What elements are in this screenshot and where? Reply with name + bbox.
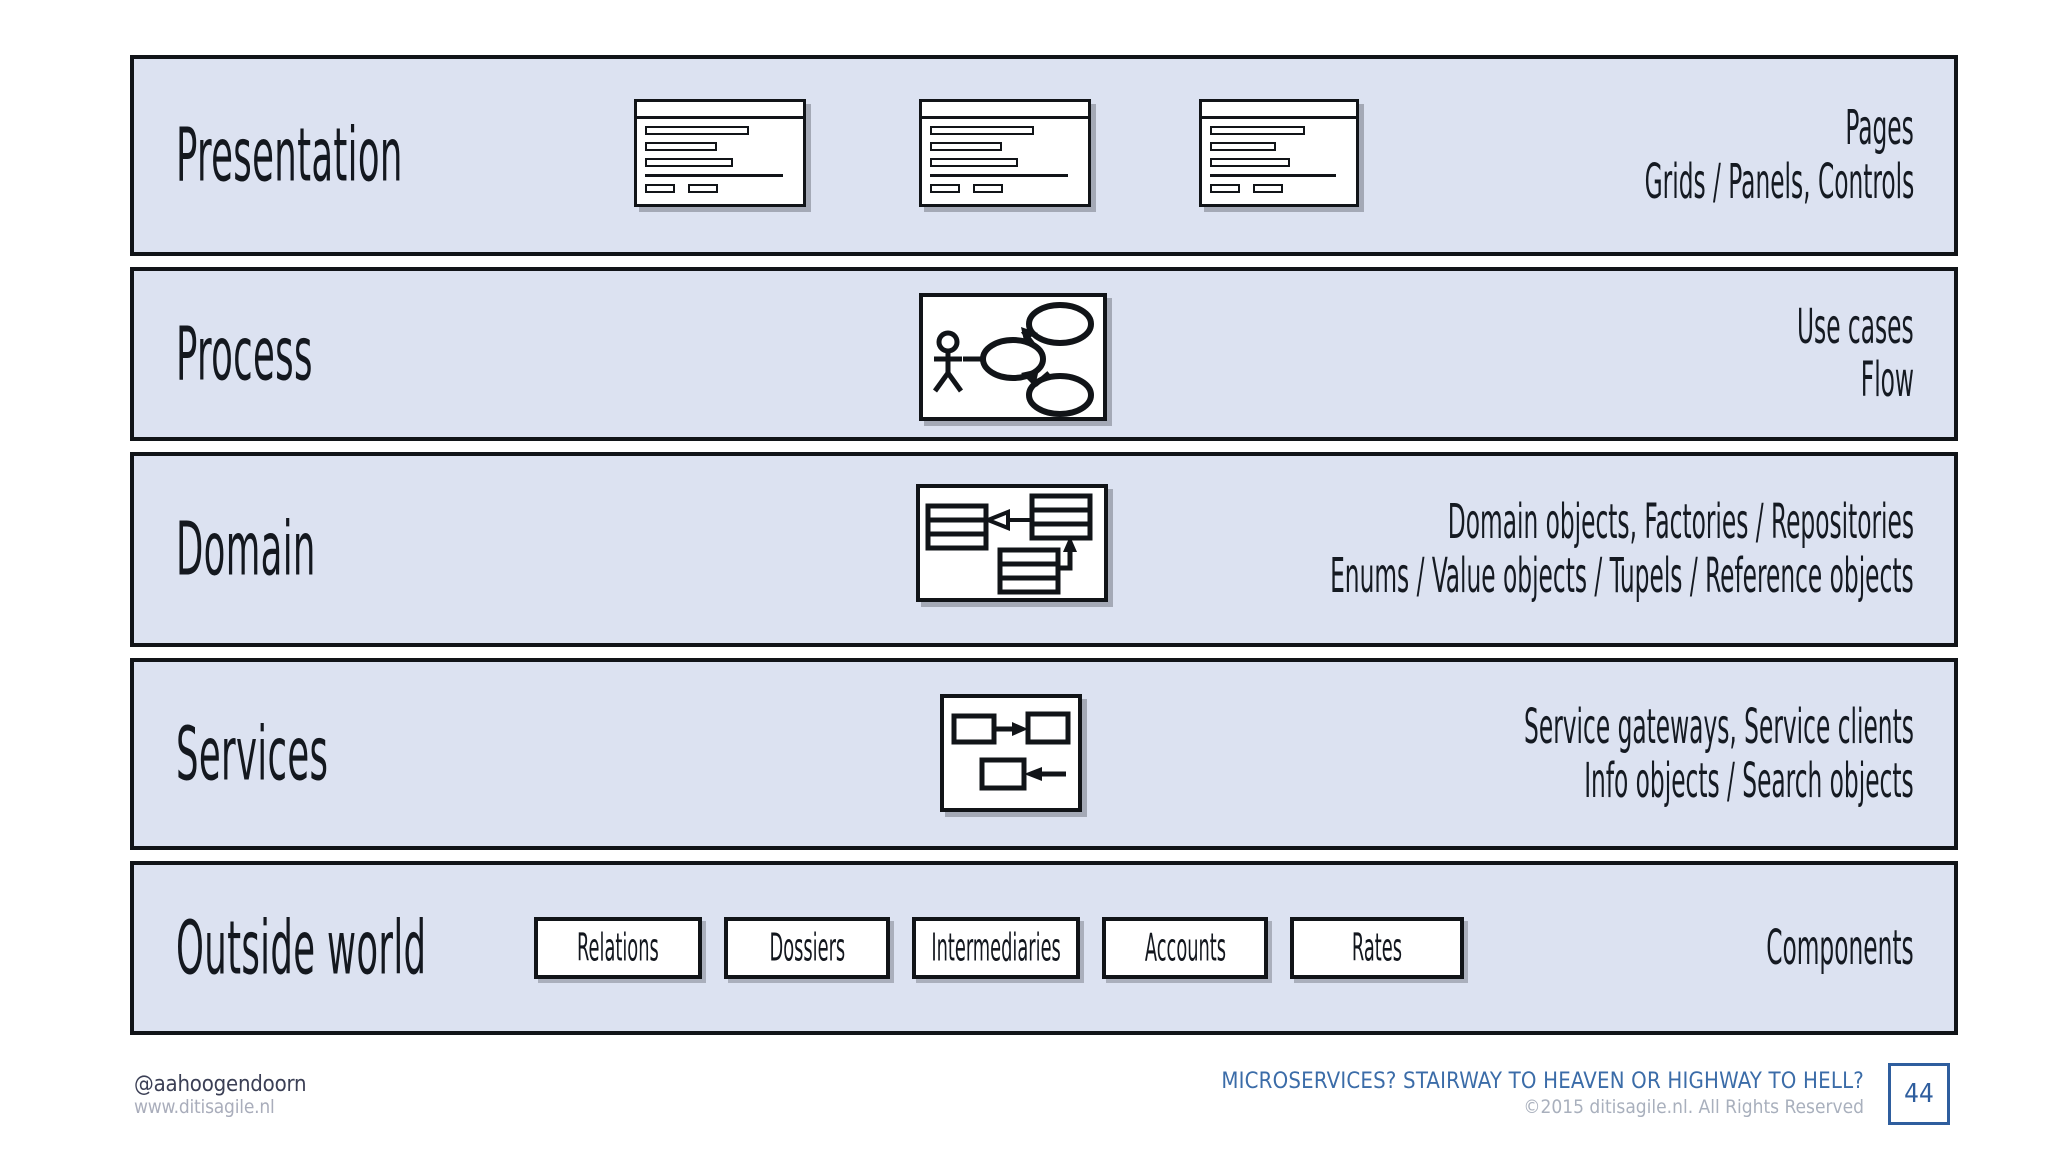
window-titlebar: [1202, 102, 1356, 119]
component-box-label: Intermediaries: [931, 925, 1061, 971]
component-box-intermediaries[interactable]: Intermediaries: [912, 917, 1080, 980]
layer-band-domain[interactable]: Domain: [130, 451, 1958, 648]
window-divider: [1210, 174, 1336, 177]
layer-band-process[interactable]: Process: [130, 266, 1958, 441]
use-case-diagram-svg: [932, 301, 1094, 417]
layer-stack: Presentation: [130, 55, 1958, 1036]
use-case-diagram-icon: [919, 292, 1107, 421]
description-line: Grids / Panels, Controls: [1644, 153, 1914, 210]
layer-title-text: Process: [176, 310, 313, 398]
component-box-dossiers[interactable]: Dossiers: [724, 917, 890, 980]
window-field: [1210, 158, 1290, 167]
component-box-label: Dossiers: [769, 925, 845, 971]
component-box-accounts[interactable]: Accounts: [1102, 917, 1268, 980]
layer-title-text: Outside world: [176, 904, 427, 992]
layer-description-domain: Domain objects, Factories / Repositories…: [1080, 494, 1914, 604]
layer-title-text: Domain: [176, 505, 316, 593]
window-button-row: [930, 184, 1080, 193]
component-box-label: Relations: [577, 925, 659, 971]
window-button-row: [645, 184, 795, 193]
service-flow-diagram-icon: [940, 694, 1082, 813]
window-field: [930, 126, 1034, 135]
description-line: Domain objects, Factories / Repositories: [1447, 494, 1914, 551]
window-button: [973, 184, 1003, 193]
component-box-rates[interactable]: Rates: [1290, 917, 1464, 980]
window-field: [645, 142, 717, 151]
layer-band-outside-world[interactable]: Outside world Relations Dossiers Interme…: [130, 861, 1958, 1036]
window-button: [645, 184, 675, 193]
description-line: Pages: [1845, 100, 1914, 157]
window-mockup-icon: [919, 99, 1091, 207]
description-line: Use cases: [1797, 298, 1914, 355]
window-body: [922, 119, 1088, 193]
layer-title-domain: Domain: [176, 512, 382, 586]
layer-title-services: Services: [176, 717, 400, 791]
window-field: [645, 126, 749, 135]
window-button-row: [1210, 184, 1348, 193]
page-number-badge: 44: [1888, 1063, 1950, 1125]
window-button: [688, 184, 718, 193]
component-box-label: Accounts: [1144, 925, 1226, 971]
description-line: Flow: [1860, 352, 1914, 408]
window-titlebar: [922, 102, 1088, 119]
description-line: Service gateways, Service clients: [1524, 699, 1914, 755]
layer-title-process: Process: [176, 317, 377, 391]
window-divider: [645, 174, 783, 177]
page-number: 44: [1904, 1079, 1934, 1109]
layer-description-services: Service gateways, Service clients Info o…: [1357, 699, 1914, 809]
layer-title-outside-world: Outside world: [176, 911, 544, 985]
layer-band-services[interactable]: Services: [130, 658, 1958, 851]
window-field: [1210, 142, 1276, 151]
layer-title-text: Services: [176, 710, 329, 798]
service-flow-diagram-svg: [951, 711, 1071, 791]
component-box-row: Relations Dossiers Intermediaries Accoun…: [534, 917, 1464, 980]
footer-talk-block: MICROSERVICES? STAIRWAY TO HEAVEN OR HIG…: [1221, 1068, 1864, 1119]
class-diagram-svg: [925, 493, 1093, 595]
window-button: [1253, 184, 1283, 193]
window-button: [930, 184, 960, 193]
window-body: [1202, 119, 1356, 193]
layer-title-presentation: Presentation: [176, 118, 509, 192]
layer-title-text: Presentation: [176, 111, 403, 199]
window-mockup-icon: [1199, 99, 1359, 207]
process-icon-row: [134, 271, 1954, 437]
description-line: Components: [1766, 919, 1914, 976]
component-box-relations[interactable]: Relations: [534, 917, 702, 980]
window-field: [930, 142, 1002, 151]
window-body: [637, 119, 803, 193]
window-field: [1210, 126, 1305, 135]
layer-description-process: Use cases Flow: [1747, 298, 1914, 408]
class-diagram-icon: [916, 483, 1108, 602]
layer-description-presentation: Pages Grids / Panels, Controls: [1529, 100, 1914, 210]
window-button: [1210, 184, 1240, 193]
component-box-label: Rates: [1351, 925, 1403, 971]
description-line: Enums / Value objects / Tupels / Referen…: [1330, 547, 1914, 604]
description-line: Info objects / Search objects: [1584, 752, 1914, 809]
window-field: [930, 158, 1018, 167]
window-mockup-icon: [634, 99, 806, 207]
window-divider: [930, 174, 1068, 177]
author-handle: @aahoogendoorn: [134, 1072, 307, 1097]
copyright-notice: ©2015 ditisagile.nl. All Rights Reserved: [1523, 1095, 1864, 1118]
layer-band-presentation[interactable]: Presentation: [130, 55, 1958, 256]
footer-author-block: @aahoogendoorn www.ditisagile.nl: [134, 1072, 307, 1119]
window-titlebar: [637, 102, 803, 119]
window-field: [645, 158, 733, 167]
talk-title: MICROSERVICES? STAIRWAY TO HEAVEN OR HIG…: [1221, 1069, 1864, 1094]
author-website[interactable]: www.ditisagile.nl: [134, 1096, 275, 1119]
layer-description-outside-world: Components: [1703, 919, 1914, 976]
